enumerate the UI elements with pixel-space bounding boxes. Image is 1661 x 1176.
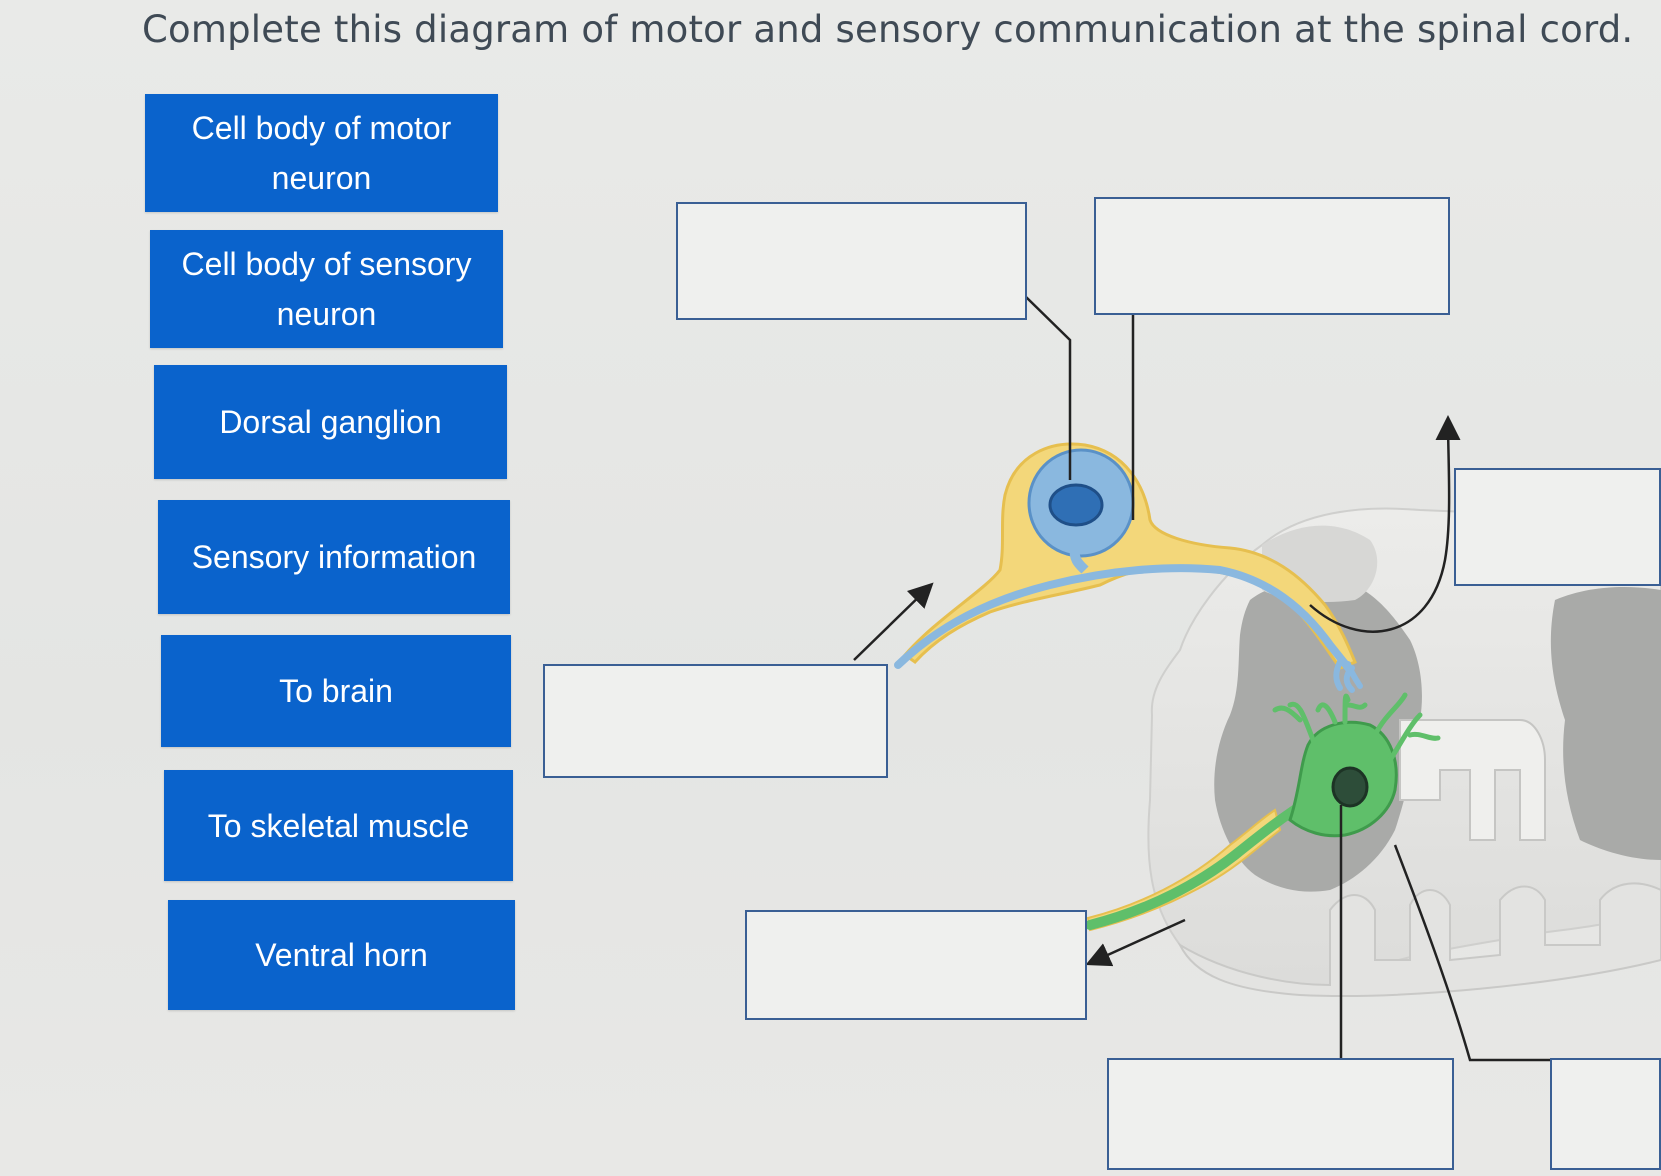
label-chip-sensory-information[interactable]: Sensory information bbox=[158, 500, 510, 614]
motor-neuron-axon bbox=[1085, 795, 1315, 930]
leader-line-bottom-right bbox=[1393, 844, 1551, 1062]
white-matter-ridges bbox=[1177, 882, 1661, 997]
label-chip-cell-body-motor[interactable]: Cell body of motor neuron bbox=[145, 94, 498, 212]
sensory-axon-terminals bbox=[1333, 659, 1363, 693]
label-chip-dorsal-ganglion[interactable]: Dorsal ganglion bbox=[154, 365, 507, 479]
motor-neuron-nucleus bbox=[1331, 766, 1369, 808]
drop-target-6[interactable] bbox=[1107, 1058, 1454, 1170]
drop-target-1[interactable] bbox=[676, 202, 1027, 320]
sensory-neuron-nucleus bbox=[1048, 483, 1104, 527]
to-brain-arrow bbox=[1309, 415, 1461, 633]
drop-target-2[interactable] bbox=[1094, 197, 1450, 315]
motor-neuron-dendrites bbox=[1272, 692, 1441, 763]
sensory-input-arrow bbox=[853, 582, 934, 661]
question-prompt: Complete this diagram of motor and senso… bbox=[142, 8, 1634, 51]
sensory-neuron-stem bbox=[1069, 547, 1089, 574]
label-chip-to-skeletal-muscle[interactable]: To skeletal muscle bbox=[164, 770, 513, 881]
drop-target-4[interactable] bbox=[543, 664, 888, 778]
drop-target-5[interactable] bbox=[745, 910, 1087, 1020]
motor-output-arrow bbox=[1085, 918, 1186, 967]
gray-commissure bbox=[1399, 719, 1546, 841]
sensory-axon bbox=[894, 564, 1354, 674]
label-chip-ventral-horn[interactable]: Ventral horn bbox=[168, 900, 515, 1010]
sensory-neuron-membrane bbox=[902, 442, 1357, 670]
drop-target-3[interactable] bbox=[1454, 468, 1661, 586]
gray-matter-right bbox=[1550, 587, 1661, 860]
label-chip-cell-body-sensory[interactable]: Cell body of sensory neuron bbox=[150, 230, 503, 348]
drop-target-7[interactable] bbox=[1550, 1058, 1661, 1170]
leader-line-top-left bbox=[1024, 295, 1072, 480]
label-chip-to-brain[interactable]: To brain bbox=[161, 635, 511, 747]
